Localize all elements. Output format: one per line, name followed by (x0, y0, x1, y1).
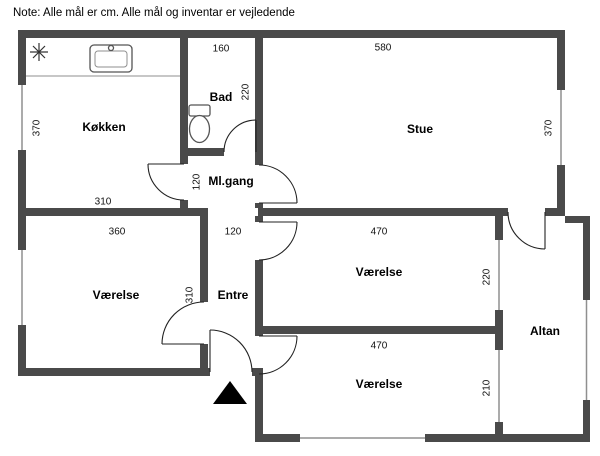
wall-entre-left-a (200, 216, 208, 302)
dim-vaerelse-bottom-right: 210 (481, 379, 493, 397)
wall-rooms-left-c (255, 374, 263, 442)
wall-rooms-right (495, 216, 503, 442)
windows-layer (18, 85, 590, 442)
dim-bad-right: 220 (240, 83, 252, 101)
entrance-arrow-icon (213, 381, 247, 404)
dim-vaerelse-mid-top: 470 (370, 226, 388, 238)
dim-kokken-left: 370 (31, 119, 43, 137)
door-vaerelse-bottom (258, 335, 298, 375)
wall-kitchen-hall-a (180, 156, 188, 164)
dim-bad-top: 160 (212, 43, 230, 55)
wall-kitchen-hall-b (180, 200, 188, 208)
fixtures-layer (26, 43, 247, 404)
room-label-vaerelse-left: Værelse (92, 288, 140, 302)
wall-entre-left-b (200, 344, 208, 368)
dim-vaerelse-mid-right: 220 (481, 268, 493, 286)
dim-vaerelse-left-top: 360 (108, 226, 126, 238)
dim-stue-top: 580 (374, 42, 392, 54)
wall-top (18, 30, 565, 38)
dim-stue-right: 370 (543, 119, 555, 137)
wall-mid-a (18, 208, 208, 216)
room-label-entre: Entre (217, 288, 249, 302)
walls-layer (18, 30, 590, 442)
window-room-left (18, 250, 26, 325)
room-label-kokken: Køkken (82, 120, 126, 134)
toilet-icon (188, 104, 211, 144)
window-bottom-room (300, 434, 425, 442)
window-stue-right (557, 90, 565, 165)
door-altan (507, 211, 546, 250)
room-label-stue: Stue (406, 122, 434, 136)
dim-kokken-bottom: 310 (94, 196, 112, 208)
wall-stue-left-a (255, 38, 263, 165)
kitchen-sink-icon (89, 44, 133, 73)
room-label-mlgang: Ml.gang (208, 174, 254, 188)
dim-vaerelse-bottom-top: 470 (370, 340, 388, 352)
doors-layer (147, 119, 546, 375)
note-text: Note: Alle mål er cm. Alle mål og invent… (13, 7, 295, 19)
wall-rooms-divider (255, 326, 503, 334)
door-entrance (209, 329, 253, 373)
wall-mid-c (545, 208, 565, 216)
wall-bottom-left-b (252, 368, 263, 376)
wall-left (18, 38, 26, 376)
wall-rooms-left-b (255, 260, 263, 336)
dim-vaerelse-left-right: 310 (184, 286, 196, 304)
window-mid-room-right (495, 240, 503, 310)
dim-mlgang: 120 (191, 173, 203, 191)
dim-entre-top: 120 (224, 226, 242, 238)
wall-bad-bottom-a (180, 148, 224, 156)
wall-rooms-left-a (255, 216, 263, 222)
room-label-altan: Altan (530, 324, 560, 338)
door-stue (258, 164, 298, 204)
stove-asterisk-icon (30, 43, 48, 61)
window-kitchen-left (18, 85, 26, 150)
room-label-vaerelse-bottom: Værelse (355, 377, 403, 391)
wall-stue-left-b (255, 203, 263, 208)
window-bottomroom-right (495, 350, 503, 422)
room-label-bad: Bad (209, 90, 233, 104)
door-vaerelse-left (161, 301, 205, 345)
door-kitchen (147, 163, 185, 201)
door-bad (223, 119, 257, 153)
wall-bottom-left-a (18, 368, 210, 376)
room-label-vaerelse-mid: Værelse (355, 265, 403, 279)
railing-altan-right (583, 300, 590, 400)
wall-altan-top (565, 216, 590, 223)
wall-mid-b (258, 208, 508, 216)
wall-kitchen-bad (180, 38, 188, 148)
door-vaerelse-mid (258, 221, 298, 261)
